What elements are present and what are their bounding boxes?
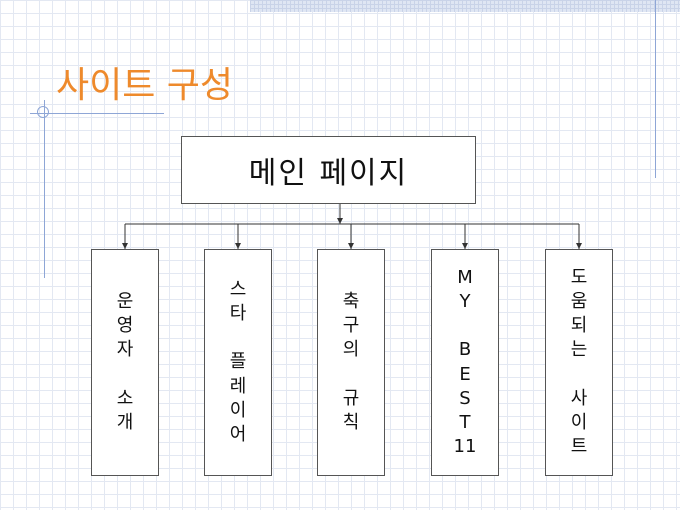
page-title: 사이트 구성	[56, 65, 234, 106]
title-underline-accent	[30, 113, 164, 114]
main-to-bus-arrowhead	[337, 218, 343, 224]
child-label-football-rules: 축 구 의 규 칙	[342, 291, 360, 433]
child-label-my-best-11: M Y B E S T 11	[453, 267, 477, 457]
arrowhead-2	[235, 243, 241, 249]
main-page-label: 메인 페이지	[248, 156, 409, 191]
arrowhead-3	[348, 243, 354, 249]
child-box-my-best-11: M Y B E S T 11	[431, 249, 499, 476]
child-label-star-player: 스 타 플 레 이 어	[229, 279, 247, 445]
arrowhead-4	[462, 243, 468, 249]
main-page-box: 메인 페이지	[181, 136, 476, 204]
child-box-operator-intro: 운 영 자 소 개	[91, 249, 159, 476]
right-vertical-accent-line	[655, 0, 656, 178]
child-box-star-player: 스 타 플 레 이 어	[204, 249, 272, 476]
crosshair-circle-accent	[37, 106, 49, 118]
child-label-operator-intro: 운 영 자 소 개	[116, 291, 134, 433]
left-vertical-accent-line	[44, 100, 45, 278]
arrowhead-1	[122, 243, 128, 249]
arrowhead-5	[576, 243, 582, 249]
child-box-football-rules: 축 구 의 규 칙	[317, 249, 385, 476]
top-decorative-band	[250, 0, 680, 12]
child-box-helpful-sites: 도 움 되 는 사 이 트	[545, 249, 613, 476]
child-label-helpful-sites: 도 움 되 는 사 이 트	[570, 267, 588, 457]
